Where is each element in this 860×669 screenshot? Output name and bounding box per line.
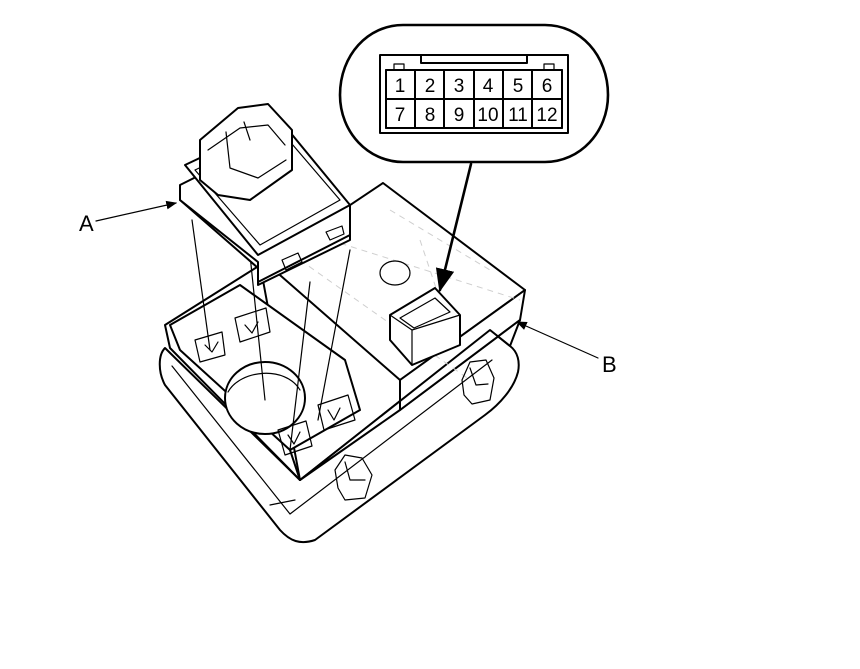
connector-outline	[379, 54, 569, 134]
pin-label: 1	[395, 76, 406, 97]
connector-pointer-arrow	[435, 162, 473, 293]
pin-label: 10	[477, 105, 498, 126]
callout-b-leader	[516, 321, 599, 359]
connector-face-callout: 1 2 3 4 5 6 7 8 9 10 11 12	[338, 23, 610, 293]
pin-label: 7	[395, 105, 406, 126]
pin-label: 4	[483, 76, 494, 97]
callout-a-label: A	[79, 211, 94, 236]
pin-grid	[385, 69, 563, 129]
pin-label: 6	[542, 76, 553, 97]
callout-b: B	[516, 321, 617, 377]
pin-label: 12	[536, 105, 557, 126]
pin-label: 9	[454, 105, 465, 126]
pin-label: 5	[513, 76, 524, 97]
callout-a: A	[79, 200, 178, 236]
pin-label: 3	[454, 76, 465, 97]
pin-label: 2	[425, 76, 436, 97]
pin-label: 8	[425, 105, 436, 126]
callout-a-leader	[95, 200, 178, 222]
pin-label: 11	[508, 105, 528, 126]
relay-a	[179, 103, 351, 451]
callout-b-label: B	[602, 352, 617, 377]
